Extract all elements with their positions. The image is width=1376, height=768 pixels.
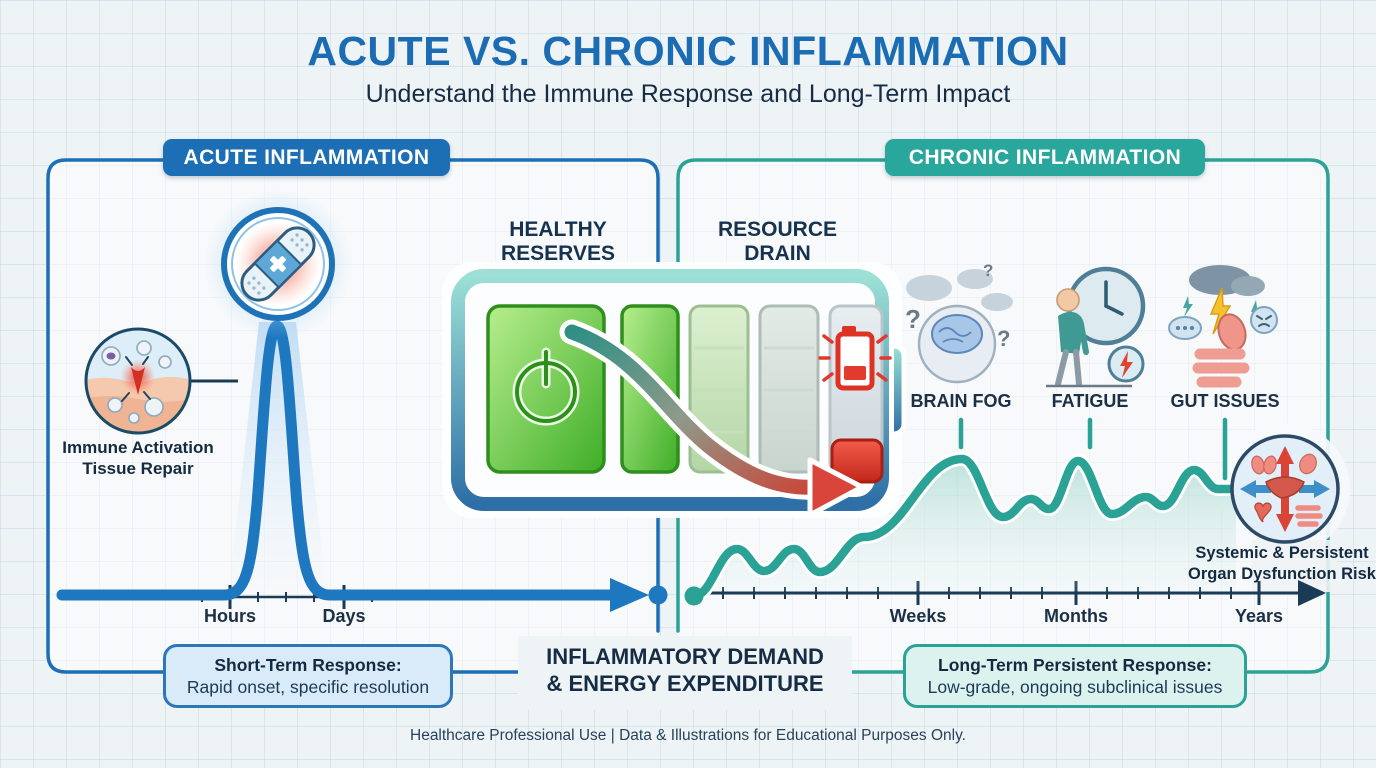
- demand-line1: INFLAMMATORY DEMAND: [546, 644, 824, 669]
- battery-drain-icon: [446, 264, 907, 516]
- axis-tick-label-weeks: Weeks: [889, 606, 947, 626]
- symptom-label-brain-fog: BRAIN FOG: [910, 391, 1012, 411]
- chronic-start-dot: [684, 586, 704, 606]
- healthy-line1: HEALTHY: [509, 218, 607, 241]
- short-term-badge-desc: Rapid onset, specific resolution: [186, 677, 430, 697]
- center-text-backing: [518, 636, 852, 710]
- immune-label-line2: Tissue Repair: [82, 459, 194, 478]
- footer-disclaimer: Healthcare Professional Use | Data & Ill…: [410, 727, 966, 744]
- wound-immune-cells-icon: [84, 327, 192, 435]
- lightning-bolt-icon: [1209, 287, 1232, 335]
- axis-tick-label-days: Days: [322, 606, 366, 626]
- resource-line1: RESOURCE: [717, 218, 838, 241]
- low-battery-icon: [818, 326, 892, 391]
- organ-label-line1: Systemic & Persistent: [1195, 544, 1369, 562]
- bandage-icon: [204, 190, 352, 338]
- axis-tick-label-years: Years: [1234, 606, 1284, 626]
- inflammatory-demand-label: INFLAMMATORY DEMAND & ENERGY EXPENDITURE: [518, 643, 852, 697]
- battery-cell-full: [486, 304, 606, 474]
- chronic-panel-border: [676, 158, 1330, 674]
- energy-bolt-icon: [1120, 351, 1133, 378]
- alert-sparks: [818, 334, 892, 382]
- stomach-small-shape: [1299, 453, 1317, 475]
- drain-arrow-icon: [559, 319, 865, 516]
- organ-risk-label: Systemic & Persistent Organ Dysfunction …: [1188, 543, 1376, 585]
- svg-text:?: ?: [905, 304, 921, 334]
- axis-tick-label-months: Months: [1044, 606, 1108, 626]
- brain-fog-icon: ? ? ?: [905, 262, 1013, 384]
- short-term-badge-title: Short-Term Response:: [214, 655, 402, 675]
- organ-risk-icon: [1230, 434, 1340, 544]
- page-title: ACUTE VS. CHRONIC INFLAMMATION: [307, 28, 1069, 74]
- axis-tick-label-hours: Hours: [203, 606, 256, 626]
- angry-face-bubble-icon: [1250, 306, 1278, 334]
- intestines-small-shape: [1295, 505, 1323, 527]
- gut-issues-icon: [1168, 265, 1278, 388]
- heart-shape: [1254, 502, 1272, 523]
- acute-endpoint-dot: [648, 585, 668, 605]
- risk-arrows-horizontal: [1240, 480, 1330, 498]
- symptom-connector-lines: [958, 417, 1228, 481]
- liver-shape: [1265, 476, 1305, 499]
- healthy-reserves-label: HEALTHY RESERVES: [468, 218, 648, 266]
- short-term-response-badge: Short-Term Response: Rapid onset, specif…: [163, 644, 453, 708]
- organ-label-backing: [1252, 540, 1338, 592]
- chronic-time-axis: [692, 580, 1326, 606]
- lungs-shape: [1251, 455, 1277, 475]
- long-term-badge-title: Long-Term Persistent Response:: [938, 655, 1212, 675]
- cell-segment-lines2: [764, 346, 814, 434]
- demand-line2: & ENERGY EXPENDITURE: [546, 671, 824, 696]
- resource-line2: DRAIN: [744, 242, 811, 265]
- healthy-line2: RESERVES: [501, 242, 615, 265]
- immune-label-line1: Immune Activation: [62, 438, 214, 457]
- risk-arrows-vertical: [1276, 446, 1294, 532]
- organ-label-line2: Organ Dysfunction Risk: [1188, 565, 1376, 583]
- page-subtitle: Understand the Immune Response and Long-…: [365, 80, 1011, 108]
- symptom-label-gut-issues: GUT ISSUES: [1170, 391, 1280, 411]
- chronic-response-curve: [684, 451, 1243, 606]
- resource-drain-label: RESOURCE DRAIN: [690, 218, 865, 266]
- long-term-badge-desc: Low-grade, ongoing subclinical issues: [927, 677, 1223, 697]
- intestines-shape: [1192, 348, 1250, 388]
- fatigue-icon: [1046, 266, 1146, 388]
- acute-panel-border: [46, 158, 660, 674]
- svg-text:?: ?: [983, 262, 993, 280]
- immune-activation-label: Immune Activation Tissue Repair: [50, 437, 226, 479]
- chronic-header-badge: CHRONIC INFLAMMATION: [885, 139, 1205, 176]
- power-icon-rim: [515, 350, 577, 423]
- svg-text:?: ?: [997, 326, 1010, 351]
- long-term-response-badge: Long-Term Persistent Response: Low-grade…: [903, 644, 1247, 708]
- symptom-label-fatigue: FATIGUE: [1051, 391, 1129, 411]
- acute-header-badge: ACUTE INFLAMMATION: [163, 139, 450, 176]
